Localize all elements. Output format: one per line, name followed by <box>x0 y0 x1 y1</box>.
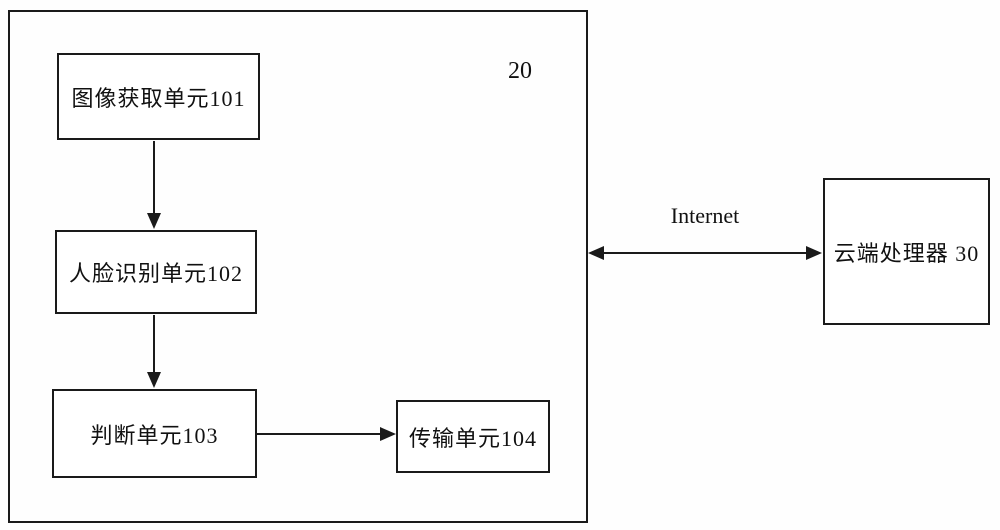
cloud-processor-label: 云端处理器 30 <box>833 240 980 266</box>
face-recognition-unit-label: 人脸识别单元102 <box>68 261 243 286</box>
image-acquisition-unit-label: 图像获取单元101 <box>71 85 246 111</box>
image-acquisition-unit-box: 图像获取单元101 <box>57 53 260 140</box>
arrow-head-right-icon <box>806 246 822 260</box>
device-reference-number: 20 <box>508 58 532 84</box>
judgment-unit-box: 判断单元103 <box>52 389 257 478</box>
transmission-unit-box: 传输单元104 <box>396 400 550 473</box>
judgment-unit-label: 判断单元103 <box>90 422 219 448</box>
device-boundary-box <box>8 10 588 523</box>
internet-link-label: Internet <box>670 203 740 228</box>
cloud-processor-box: 云端处理器 30 <box>823 178 990 325</box>
face-recognition-unit-box: 人脸识别单元102 <box>55 230 257 314</box>
arrow-head-left-icon <box>588 246 604 260</box>
arrow-device-to-cloud-bidirectional <box>588 246 822 260</box>
transmission-unit-label: 传输单元104 <box>408 425 537 451</box>
